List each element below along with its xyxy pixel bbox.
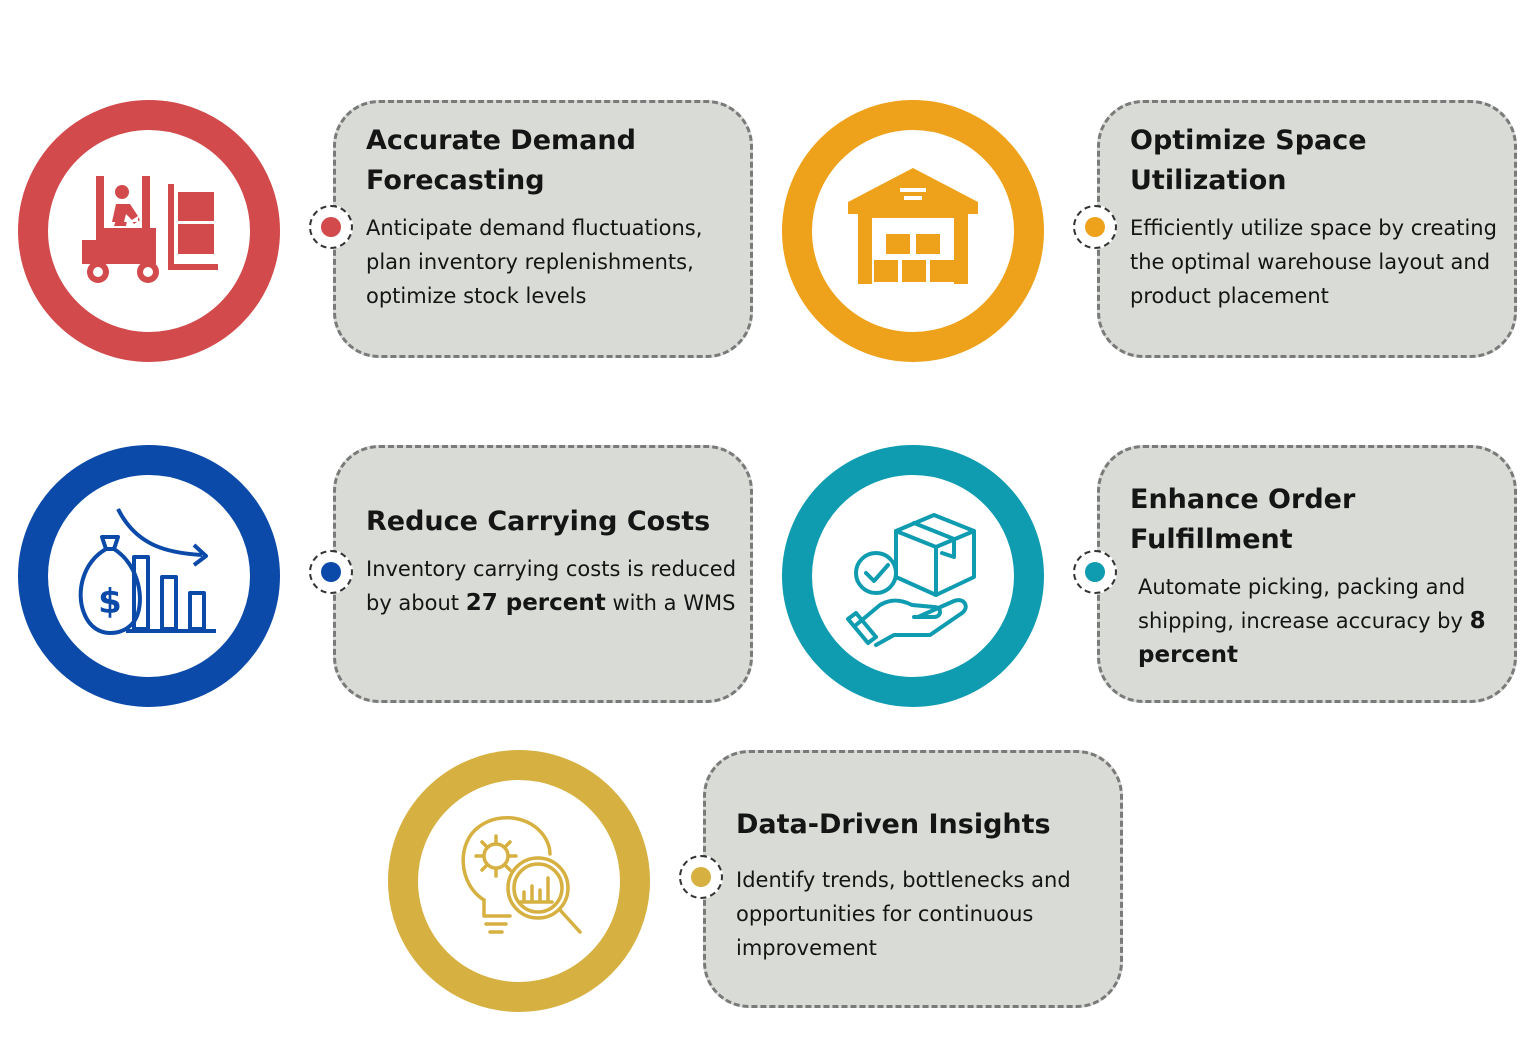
connector-dot-inner xyxy=(321,217,341,237)
box-in-hand-icon xyxy=(846,513,976,647)
connector-dot xyxy=(309,205,353,249)
highlight-stat: 27 percent xyxy=(465,590,606,616)
connector-dot xyxy=(1073,205,1117,249)
benefit-card: Data-Driven Insights Identify trends, bo… xyxy=(703,750,1123,1008)
benefit-item-order-fulfillment: Enhance Order Fulfillment Automate picki… xyxy=(782,445,1522,707)
benefit-card: Enhance Order Fulfillment Automate picki… xyxy=(1097,445,1517,703)
desc-text: Automate picking, packing and shipping, … xyxy=(1138,575,1466,633)
benefit-item-data-insights: Data-Driven Insights Identify trends, bo… xyxy=(388,750,1128,1012)
desc-text: Inventory carrying costs is reduced by a… xyxy=(366,557,737,615)
benefit-description: Inventory carrying costs is reduced by a… xyxy=(366,552,740,620)
icon-ring xyxy=(18,100,280,362)
highlight-stat: 8 percent xyxy=(1138,608,1486,668)
benefit-card: Accurate Demand Forecasting Anticipate d… xyxy=(333,100,753,358)
benefit-card: Optimize Space Utilization Efficiently u… xyxy=(1097,100,1517,358)
benefit-description: Automate picking, packing and shipping, … xyxy=(1130,570,1504,672)
money-bag-declining-chart-icon: $ xyxy=(78,508,216,635)
benefit-description: Efficiently utilize space by creating th… xyxy=(1130,216,1497,308)
benefit-item-carrying-costs: $ Reduce Carrying Costs Inventory carryi… xyxy=(18,445,758,707)
icon-ring xyxy=(782,100,1044,362)
benefit-title: Reduce Carrying Costs xyxy=(366,506,711,537)
benefit-card: Reduce Carrying Costs Inventory carrying… xyxy=(333,445,753,703)
desc-text: with a WMS xyxy=(612,591,736,615)
benefit-item-space-utilization: Optimize Space Utilization Efficiently u… xyxy=(782,100,1522,362)
warehouse-icon xyxy=(848,168,978,284)
benefit-title: Enhance Order Fulfillment xyxy=(1130,484,1356,555)
icon-ring xyxy=(782,445,1044,707)
forklift-icon xyxy=(82,176,218,283)
benefit-title: Accurate Demand Forecasting xyxy=(366,125,636,196)
icon-ring xyxy=(388,750,650,1012)
icon-ring: $ xyxy=(18,445,280,707)
benefit-description: Identify trends, bottlenecks and opportu… xyxy=(736,868,1071,960)
connector-dot-inner xyxy=(691,867,711,887)
benefit-title: Data-Driven Insights xyxy=(736,809,1051,840)
connector-dot-inner xyxy=(1085,217,1105,237)
connector-dot-inner xyxy=(1085,562,1105,582)
connector-dot xyxy=(679,855,723,899)
benefit-description: Anticipate demand fluctuations, plan inv… xyxy=(366,216,703,308)
connector-dot xyxy=(309,550,353,594)
benefit-title: Optimize Space Utilization xyxy=(1130,125,1367,196)
benefit-item-demand-forecasting: Accurate Demand Forecasting Anticipate d… xyxy=(18,100,758,362)
connector-dot xyxy=(1073,550,1117,594)
lightbulb-magnifier-icon xyxy=(461,816,582,934)
svg-text:$: $ xyxy=(98,582,122,622)
connector-dot-inner xyxy=(321,562,341,582)
